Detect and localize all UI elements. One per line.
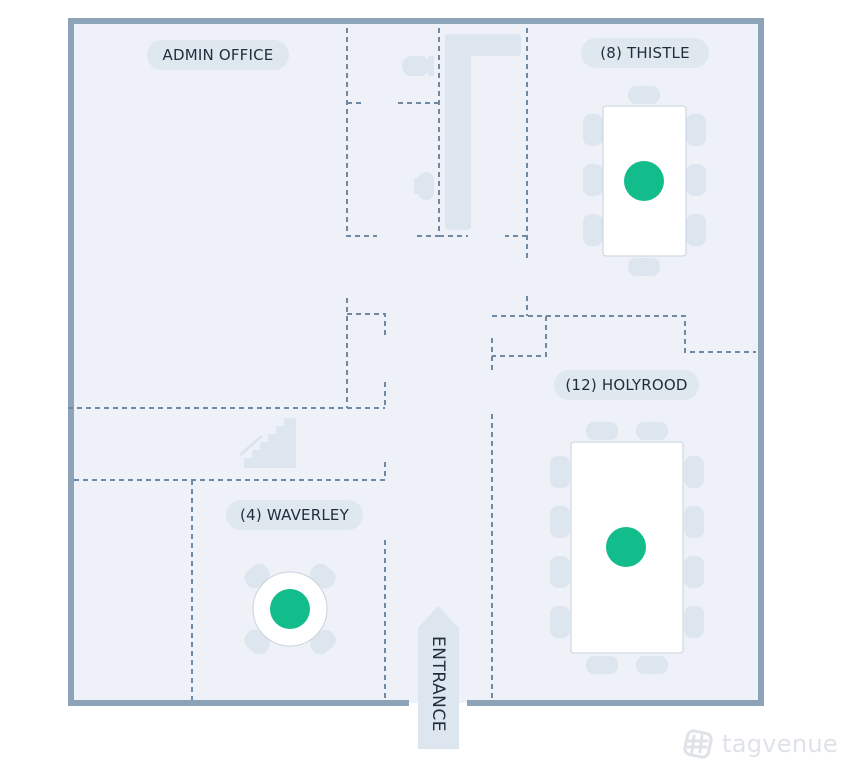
room-label-admin-office[interactable]: ADMIN OFFICE [147, 40, 289, 70]
outer-walls [68, 18, 764, 706]
thistle-table-group [583, 86, 706, 276]
waverley-marker[interactable] [270, 589, 310, 629]
thistle-marker[interactable] [618, 155, 670, 207]
partition-walls [68, 28, 756, 700]
service-counter [402, 34, 521, 230]
brand-watermark: tagvenue [680, 724, 838, 764]
holyrood-marker[interactable] [600, 521, 652, 573]
room-label-waverley[interactable]: (4) WAVERLEY [226, 500, 363, 530]
tagvenue-logo-icon [683, 729, 713, 759]
entrance-arrow-icon [418, 606, 459, 749]
room-label-thistle[interactable]: (8) THISTLE [581, 38, 709, 68]
entrance-label: ENTRANCE [428, 636, 448, 732]
brand-name: tagvenue [722, 730, 838, 758]
stairs-icon [239, 418, 296, 468]
room-label-holyrood[interactable]: (12) HOLYROOD [554, 370, 699, 400]
